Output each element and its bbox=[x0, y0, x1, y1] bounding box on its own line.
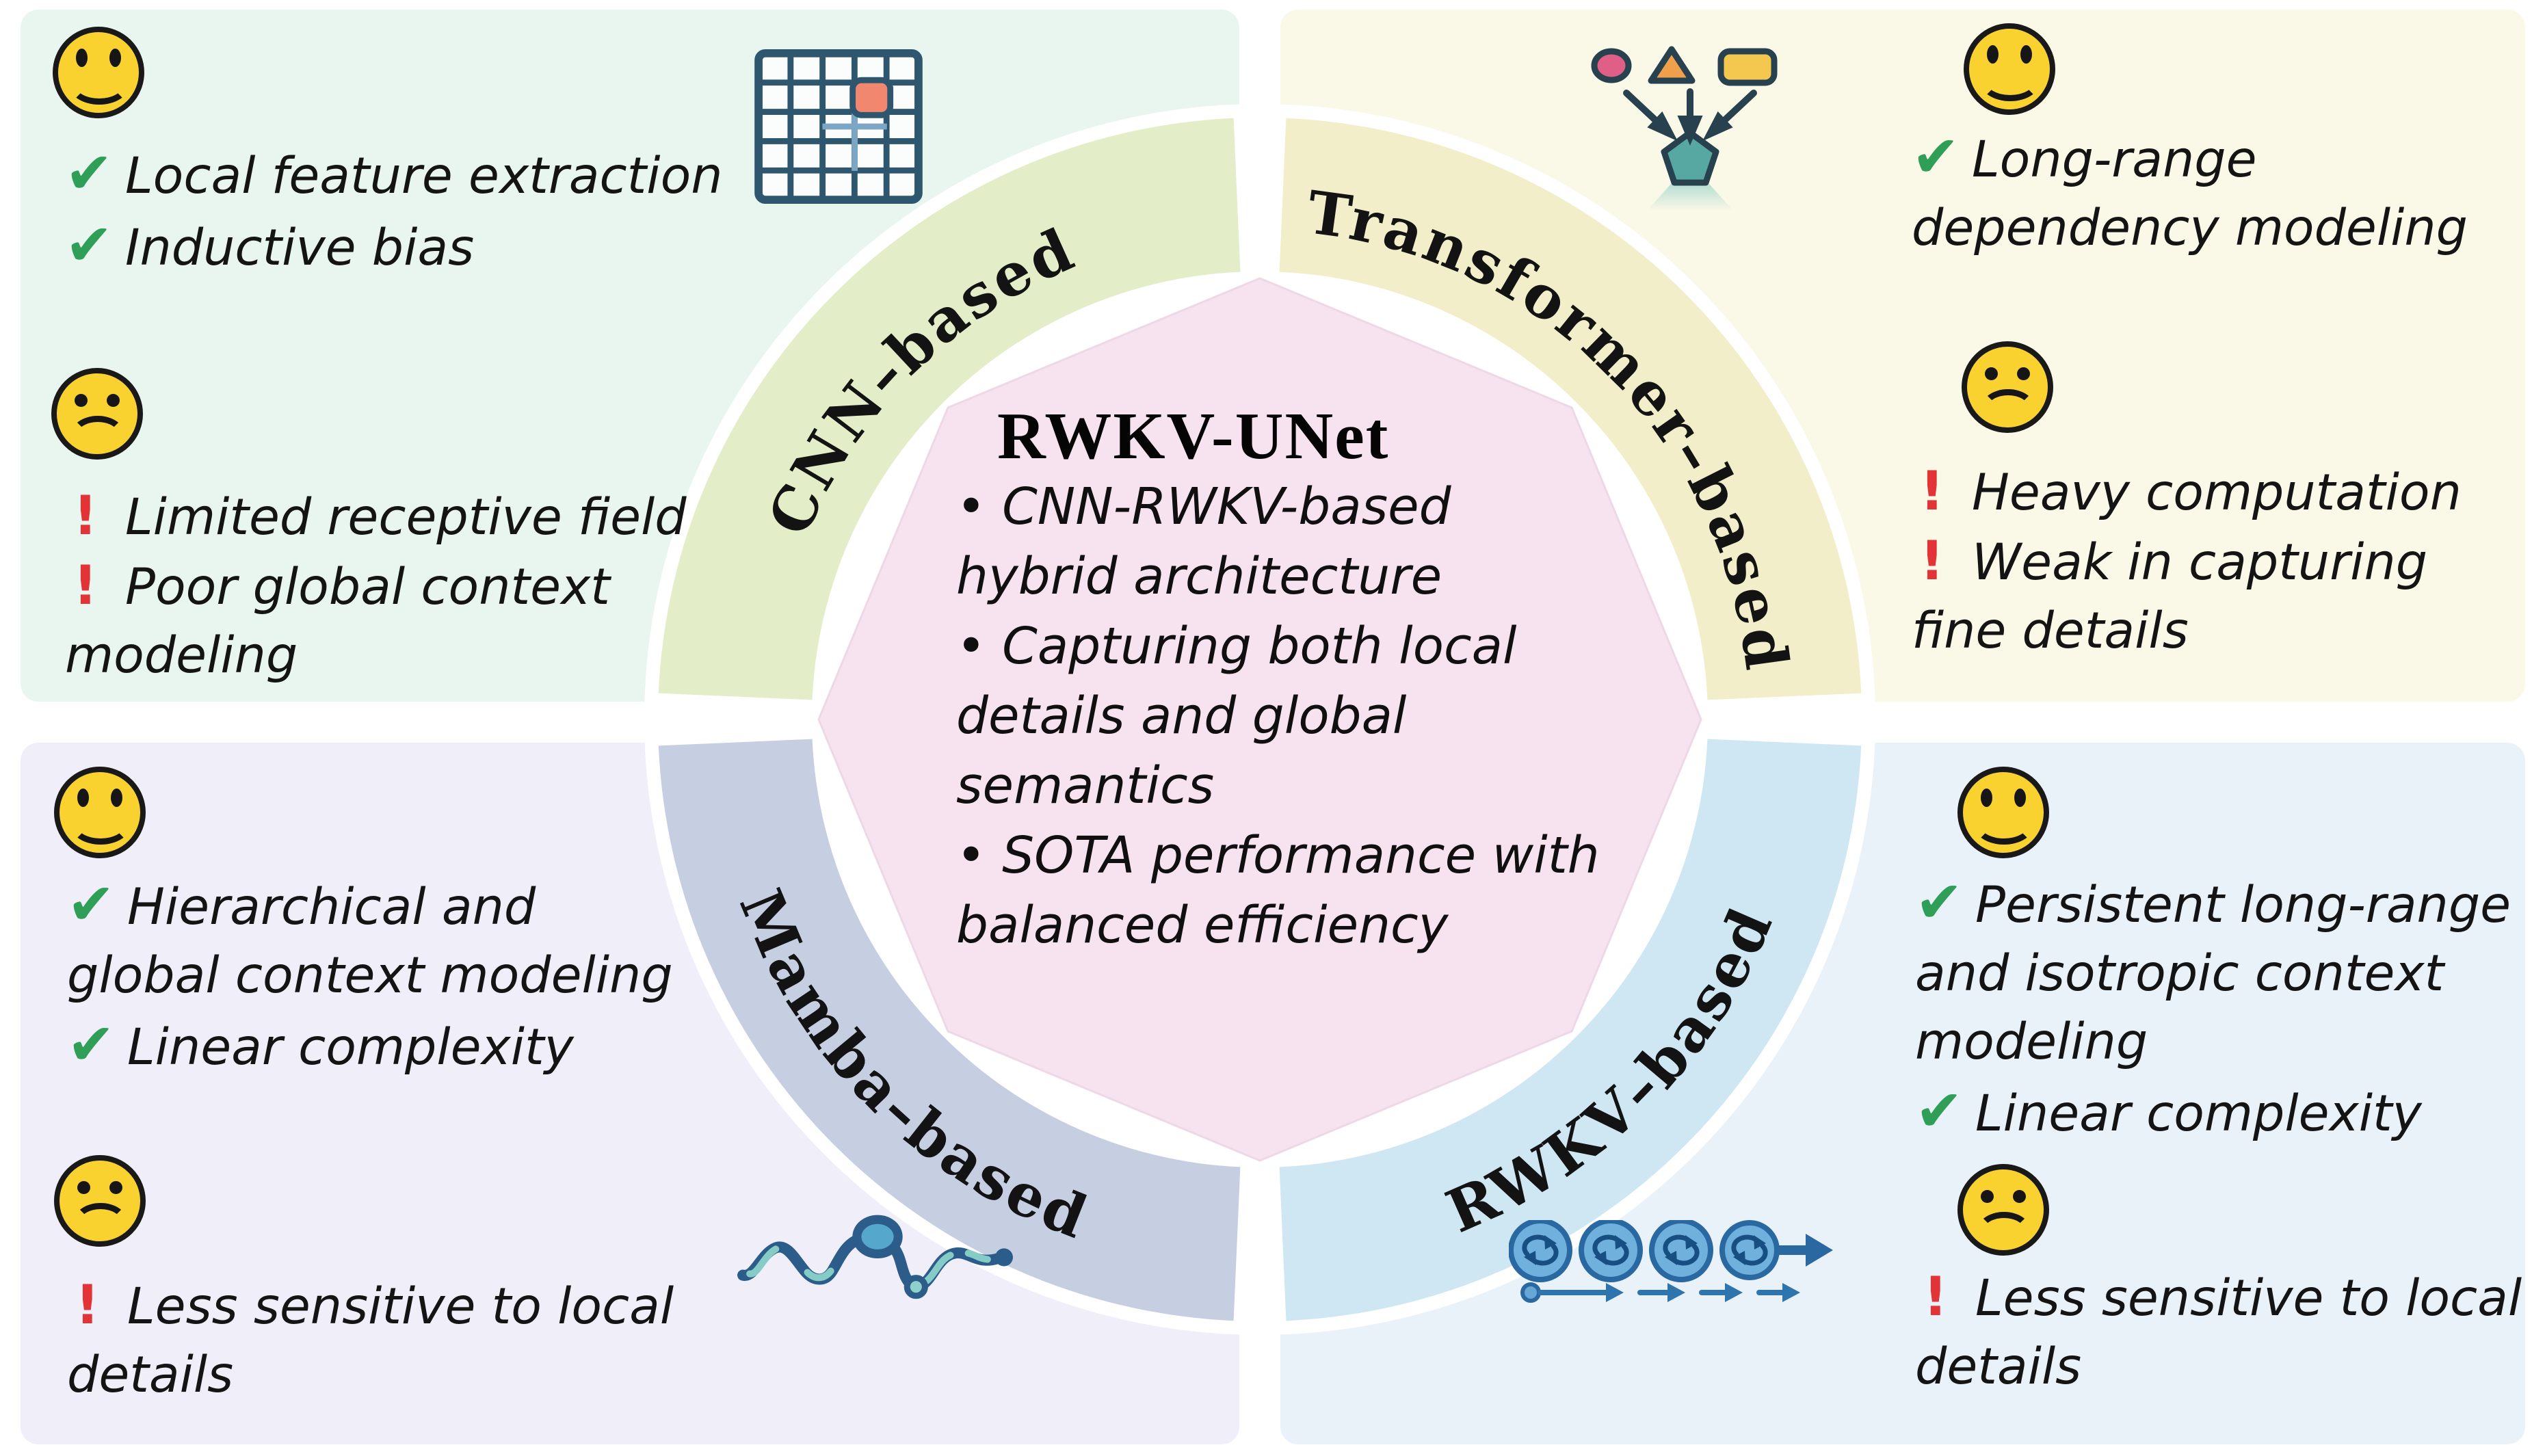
claim-text: Linear complexity bbox=[127, 1018, 574, 1076]
center-bullet-line: balanced efficiency bbox=[956, 896, 1449, 955]
claim-line: modeling bbox=[1915, 1008, 2511, 1076]
convolution-grid-icon bbox=[754, 49, 923, 204]
claim-line: and isotropic context bbox=[1915, 940, 2511, 1008]
claim-line: ! Weak in capturing bbox=[1912, 527, 2462, 597]
claim-text: Persistent long-range bbox=[1975, 876, 2511, 934]
happy-face-icon bbox=[54, 767, 146, 858]
claim-line: dependency modeling bbox=[1912, 194, 2468, 263]
center-bullet-line: • Capturing both local bbox=[956, 617, 1517, 676]
claim-text: Weak in capturing bbox=[1972, 533, 2428, 592]
claim-line: details bbox=[1915, 1333, 2522, 1401]
arc-mamba bbox=[658, 739, 1241, 1321]
claim-line: ✔Persistent long-range bbox=[1915, 868, 2511, 940]
claim-text: Limited receptive field bbox=[125, 488, 687, 546]
claim-line: modeling bbox=[65, 622, 687, 690]
center-bullet-line: details and global bbox=[956, 687, 1407, 745]
claim-line: fine details bbox=[1912, 597, 2462, 665]
check-icon: ✔ bbox=[1912, 123, 1960, 190]
claim-line: ✔Long-range bbox=[1912, 122, 2468, 194]
claim-text: details bbox=[1915, 1338, 2082, 1396]
mamba-cons-list: ! Less sensitive to local details bbox=[67, 1271, 674, 1409]
exclamation-icon: ! bbox=[73, 555, 98, 617]
center-bullet-line: hybrid architecture bbox=[956, 547, 1442, 606]
exclamation-icon: ! bbox=[75, 1275, 100, 1336]
claim-text: Less sensitive to local bbox=[1975, 1269, 2522, 1327]
cnn-cons-list: ! Limited receptive field! Poor global con… bbox=[65, 482, 687, 690]
exclamation-icon: ! bbox=[1923, 1267, 1948, 1328]
cnn-pros-list: ✔Local feature extraction✔Inductive bias bbox=[65, 139, 723, 282]
center-bullet-line: • CNN-RWKV-based bbox=[956, 477, 1451, 536]
claim-text: and isotropic context bbox=[1915, 944, 2444, 1003]
exclamation-icon: ! bbox=[73, 486, 98, 547]
center-bullet-list: • CNN-RWKV-based hybrid architecture • Cap… bbox=[956, 472, 1647, 960]
claim-text: Long-range bbox=[1972, 131, 2257, 189]
center-bullet-line: • SOTA performance with bbox=[956, 826, 1600, 885]
claim-text: Inductive bias bbox=[125, 219, 475, 277]
claim-line: ✔Linear complexity bbox=[1915, 1076, 2511, 1148]
claim-line: ! Poor global context bbox=[65, 552, 687, 622]
claim-text: Less sensitive to local bbox=[127, 1278, 674, 1336]
claim-text: Heavy computation bbox=[1972, 464, 2462, 522]
claim-line: ✔Hierarchical and bbox=[67, 870, 673, 942]
claim-text: fine details bbox=[1912, 602, 2189, 660]
claim-line: ! Less sensitive to local bbox=[1915, 1263, 2522, 1333]
check-icon: ✔ bbox=[65, 140, 114, 207]
claim-line: ✔Local feature extraction bbox=[65, 139, 723, 211]
exclamation-icon: ! bbox=[1920, 531, 1944, 592]
center-title: RWKV-UNet bbox=[997, 399, 1390, 473]
center-bullet-line: semantics bbox=[956, 756, 1215, 815]
claim-line: details bbox=[67, 1341, 674, 1409]
claim-line: ! Less sensitive to local bbox=[67, 1271, 674, 1341]
attention-shapes-icon bbox=[1591, 46, 1778, 211]
happy-face-icon bbox=[1957, 767, 2049, 858]
sad-face-icon bbox=[54, 1155, 146, 1247]
arc-rwkv bbox=[1279, 739, 1862, 1321]
claim-text: Poor global context bbox=[125, 558, 610, 616]
happy-face-icon bbox=[53, 27, 144, 118]
arc-transformer bbox=[1279, 118, 1862, 700]
check-icon: ✔ bbox=[1915, 1077, 1964, 1144]
exclamation-icon: ! bbox=[1920, 461, 1944, 522]
claim-text: modeling bbox=[1915, 1013, 2148, 1071]
claim-text: details bbox=[67, 1346, 234, 1404]
sad-face-icon bbox=[1957, 1164, 2049, 1256]
sad-face-icon bbox=[51, 368, 143, 460]
check-icon: ✔ bbox=[67, 871, 116, 938]
claim-line: ✔Linear complexity bbox=[67, 1010, 673, 1082]
claim-text: modeling bbox=[65, 626, 298, 685]
claim-text: global context modeling bbox=[67, 947, 673, 1005]
transformer-cons-list: ! Heavy computation! Weak in capturing fine… bbox=[1912, 458, 2462, 665]
claim-line: ! Heavy computation bbox=[1912, 458, 2462, 527]
rwkv-recurrence-icon bbox=[1509, 1220, 1833, 1303]
sad-face-icon bbox=[1962, 341, 2053, 433]
claim-line: global context modeling bbox=[67, 942, 673, 1010]
claim-line: ✔Inductive bias bbox=[65, 211, 723, 282]
check-icon: ✔ bbox=[67, 1011, 116, 1078]
mamba-snake-icon bbox=[737, 1215, 1013, 1299]
claim-text: Hierarchical and bbox=[127, 878, 536, 936]
check-icon: ✔ bbox=[1915, 869, 1964, 936]
center-octagon bbox=[817, 277, 1702, 1162]
arc-cnn bbox=[658, 118, 1241, 700]
happy-face-icon bbox=[1964, 23, 2055, 115]
claim-line: ! Limited receptive field bbox=[65, 482, 687, 552]
claim-text: Linear complexity bbox=[1975, 1085, 2422, 1143]
claim-text: Local feature extraction bbox=[125, 147, 723, 205]
check-icon: ✔ bbox=[65, 211, 114, 278]
rwkv-cons-list: ! Less sensitive to local details bbox=[1915, 1263, 2522, 1401]
claim-text: dependency modeling bbox=[1912, 199, 2468, 257]
